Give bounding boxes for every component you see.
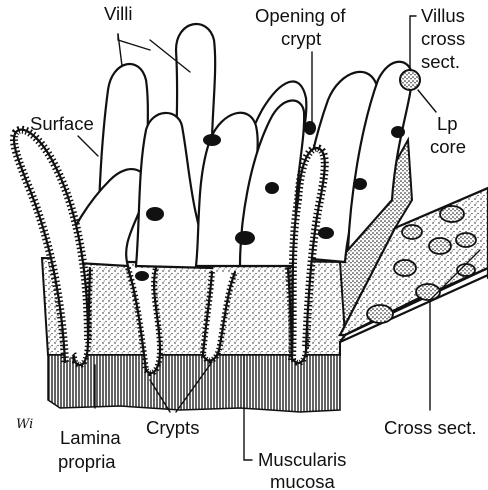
label-lp-core: core (430, 136, 466, 157)
label-muscularis-mucosa: mucosa (270, 471, 335, 490)
label-villus-cross-sect: cross (421, 28, 465, 49)
label-lamina-propria: Lamina (60, 427, 121, 448)
label-lp-core: Lp (437, 113, 458, 134)
label-muscularis-mucosa: Muscularis (258, 449, 346, 470)
villus-cross-section (400, 70, 420, 90)
label-opening-of-crypt: Opening of (255, 5, 346, 26)
label-cross-sect: Cross sect. (384, 417, 477, 438)
label-surface: Surface (30, 113, 94, 134)
label-villus-cross-sect: Villus (421, 5, 465, 26)
artist-signature: Wi (16, 417, 33, 432)
label-crypts: Crypts (146, 417, 199, 438)
label-villi: Villi (104, 3, 132, 24)
label-opening-of-crypt: crypt (281, 28, 321, 49)
label-villus-cross-sect: sect. (421, 51, 460, 72)
label-lamina-propria: propria (58, 451, 116, 472)
